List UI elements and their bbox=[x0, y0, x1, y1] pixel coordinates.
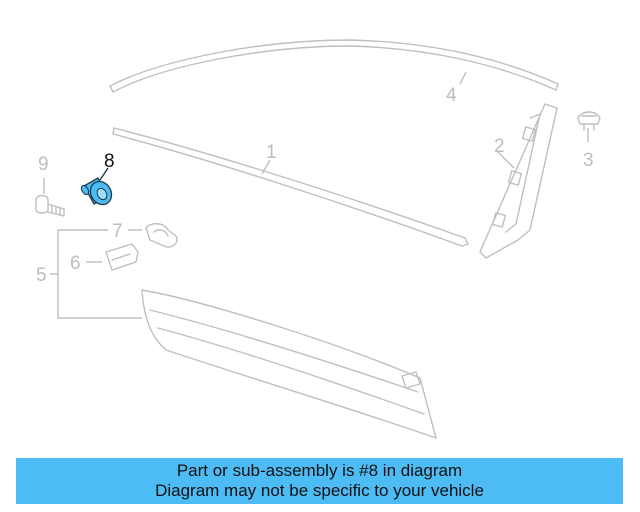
part-4-roof-molding bbox=[109, 39, 559, 93]
part-7-push-clip bbox=[145, 223, 178, 248]
callout-7: 7 bbox=[112, 221, 123, 242]
callout-2: 2 bbox=[494, 136, 505, 157]
parts-diagram: 1 2 3 4 5 6 7 8 9 bbox=[35, 39, 601, 439]
callout-4: 4 bbox=[446, 85, 457, 106]
info-banner: Part or sub-assembly is #8 in diagram Di… bbox=[16, 458, 623, 504]
callout-3: 3 bbox=[583, 150, 594, 171]
part-8-grommet bbox=[80, 177, 113, 206]
leader-lines bbox=[43, 71, 589, 319]
callout-8: 8 bbox=[104, 151, 115, 172]
part-9-screw bbox=[35, 194, 65, 217]
part-2-channel bbox=[479, 103, 558, 259]
lower-door-molding bbox=[141, 289, 437, 439]
callout-6: 6 bbox=[70, 253, 81, 274]
part-6-retainer bbox=[105, 243, 139, 271]
banner-line-1: Part or sub-assembly is #8 in diagram bbox=[176, 461, 463, 480]
part-3-clip bbox=[577, 111, 601, 131]
callout-5: 5 bbox=[36, 265, 47, 286]
callout-9: 9 bbox=[38, 154, 49, 175]
part-1-belt-molding bbox=[112, 127, 469, 247]
banner-line-2: Diagram may not be specific to your vehi… bbox=[155, 481, 484, 500]
callout-1: 1 bbox=[266, 142, 277, 163]
